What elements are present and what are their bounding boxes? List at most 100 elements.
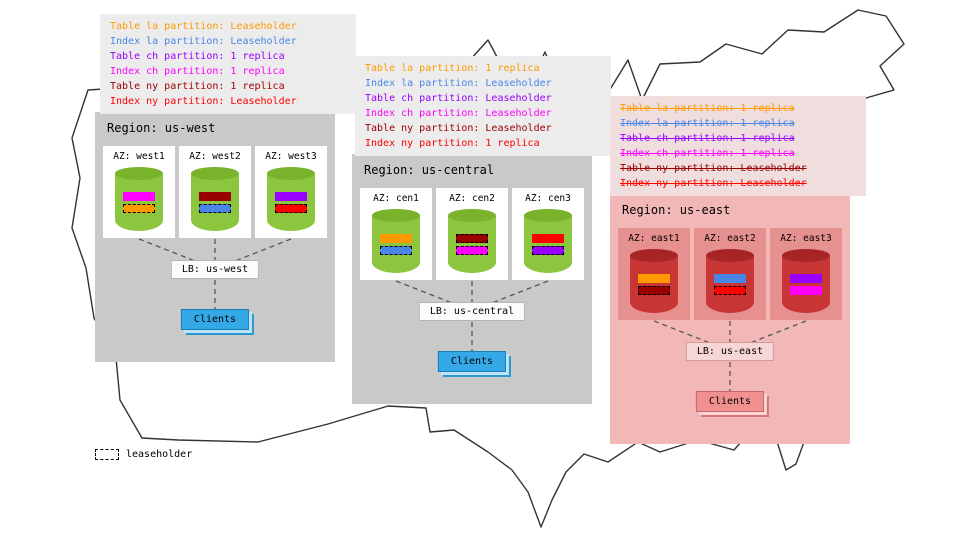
region-title: Region: us-central (364, 163, 495, 177)
partition-bar (790, 286, 822, 295)
az-box-east2: AZ: east2 (694, 228, 766, 320)
partition-bar (380, 234, 412, 243)
az-box-west2: AZ: west2 (179, 146, 251, 238)
annotation-line: Index ch partition: Leaseholder (365, 108, 552, 119)
annotation-line: Index ny partition: Leaseholder (110, 96, 297, 107)
az-row: AZ: cen1 AZ: cen2 (360, 188, 584, 280)
database-cylinder (372, 209, 420, 273)
region-title: Region: us-east (622, 203, 731, 217)
partition-bar (199, 192, 231, 201)
partition-bar (532, 234, 564, 243)
database-cylinder (191, 167, 239, 231)
cylinder-body (448, 215, 496, 273)
az-label: AZ: west2 (189, 151, 241, 162)
az-label: AZ: east3 (780, 233, 832, 244)
region-box-us-west: Region: us-west AZ: west1 AZ: west2 (95, 112, 335, 362)
cylinder-top (115, 167, 163, 180)
cylinder-body (191, 173, 239, 231)
az-label: AZ: west3 (265, 151, 317, 162)
az-box-east3: AZ: east3 (770, 228, 842, 320)
partition-bars (782, 271, 830, 298)
annotation-line: Table la partition: Leaseholder (110, 21, 297, 32)
partition-bars (524, 231, 572, 258)
annotation-line: Index la partition: 1 replica (620, 118, 795, 129)
partition-bar (532, 246, 564, 255)
cylinder-top (782, 249, 830, 262)
partition-bars (706, 271, 754, 298)
annotation-line: Table ny partition: Leaseholder (620, 163, 807, 174)
partition-bar (456, 234, 488, 243)
az-row: AZ: west1 AZ: west2 (103, 146, 327, 238)
region-title: Region: us-west (107, 121, 216, 135)
partition-bars (448, 231, 496, 258)
az-box-cen3: AZ: cen3 (512, 188, 584, 280)
database-cylinder (630, 249, 678, 313)
partition-bars (630, 271, 678, 298)
cylinder-body (630, 255, 678, 313)
annotation-line: Table la partition: 1 replica (365, 63, 540, 74)
az-label: AZ: cen3 (525, 193, 571, 204)
database-cylinder (448, 209, 496, 273)
load-balancer-box: LB: us-east (685, 342, 775, 361)
partition-bar (275, 192, 307, 201)
partition-bars (115, 189, 163, 216)
annotation-line: Index la partition: Leaseholder (110, 36, 297, 47)
annotation-line: Table ch partition: 1 replica (620, 133, 795, 144)
annotation-line: Table ny partition: Leaseholder (365, 123, 552, 134)
load-balancer-box: LB: us-west (170, 260, 260, 279)
cylinder-body (706, 255, 754, 313)
region-box-us-east: Region: us-east AZ: east1 AZ: east2 (610, 194, 850, 444)
cylinder-body (115, 173, 163, 231)
partition-bars (191, 189, 239, 216)
az-row: AZ: east1 AZ: east2 (618, 228, 842, 320)
partition-bar (123, 192, 155, 201)
az-box-west3: AZ: west3 (255, 146, 327, 238)
partition-bar (714, 286, 746, 295)
cylinder-body (267, 173, 315, 231)
legend-label: leaseholder (126, 449, 193, 460)
load-balancer-box: LB: us-central (418, 302, 526, 321)
partition-bar (275, 204, 307, 213)
connection-lines (653, 320, 807, 391)
region-box-us-central: Region: us-central AZ: cen1 AZ: cen2 (352, 154, 592, 404)
connection-lines (138, 238, 292, 309)
partition-annotation-us-east: Table la partition: 1 replica Index la p… (610, 96, 866, 196)
az-label: AZ: cen2 (449, 193, 495, 204)
partition-bar (790, 274, 822, 283)
database-cylinder (782, 249, 830, 313)
annotation-line: Index ny partition: 1 replica (365, 138, 540, 149)
cylinder-body (372, 215, 420, 273)
az-box-west1: AZ: west1 (103, 146, 175, 238)
partition-bar (199, 204, 231, 213)
leaseholder-swatch-icon (95, 449, 119, 460)
annotation-line: Table ch partition: 1 replica (110, 51, 285, 62)
cylinder-top (191, 167, 239, 180)
annotation-line: Index ch partition: 1 replica (110, 66, 285, 77)
clients-box: Clients (180, 309, 250, 330)
partition-bars (267, 189, 315, 216)
partition-bars (372, 231, 420, 258)
annotation-line: Index ny partition: Leaseholder (620, 178, 807, 189)
az-label: AZ: cen1 (373, 193, 419, 204)
partition-bar (638, 274, 670, 283)
database-cylinder (706, 249, 754, 313)
az-box-east1: AZ: east1 (618, 228, 690, 320)
az-label: AZ: east1 (628, 233, 680, 244)
partition-bar (714, 274, 746, 283)
database-cylinder (115, 167, 163, 231)
annotation-line: Index la partition: Leaseholder (365, 78, 552, 89)
annotation-line: Table ch partition: Leaseholder (365, 93, 552, 104)
cylinder-top (706, 249, 754, 262)
az-label: AZ: east2 (704, 233, 756, 244)
partition-bar (638, 286, 670, 295)
cylinder-top (267, 167, 315, 180)
cylinder-top (372, 209, 420, 222)
partition-bar (123, 204, 155, 213)
database-cylinder (267, 167, 315, 231)
annotation-line: Table ny partition: 1 replica (110, 81, 285, 92)
partition-annotation-us-west: Table la partition: Leaseholder Index la… (100, 14, 356, 114)
az-label: AZ: west1 (113, 151, 165, 162)
cylinder-top (524, 209, 572, 222)
cylinder-body (524, 215, 572, 273)
cylinder-top (448, 209, 496, 222)
